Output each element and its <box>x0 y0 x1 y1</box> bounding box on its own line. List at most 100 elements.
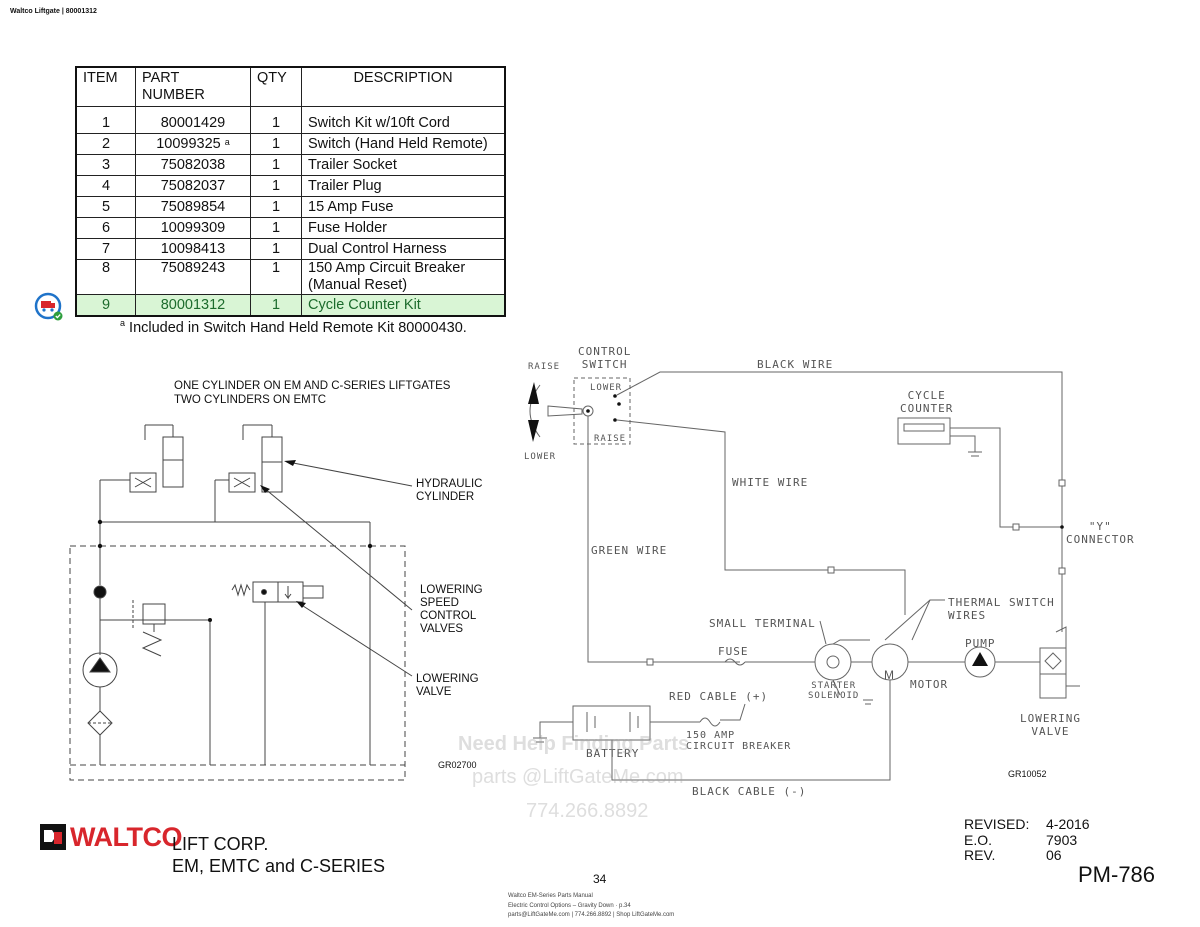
hydraulic-title-line2: TWO CYLINDERS ON EMTC <box>174 394 327 406</box>
black-wire-label: BLACK WIRE <box>757 358 834 371</box>
waltco-logo: WALTCO <box>40 822 182 854</box>
cell-part-number: 75082037 <box>135 175 251 197</box>
lsc-line3: CONTROL <box>420 610 477 622</box>
rev-label: REV. <box>964 847 996 863</box>
cell-description: Switch Kit w/10ft Cord <box>301 106 506 134</box>
footnote-text: Included in Switch Hand Held Remote Kit … <box>129 320 467 336</box>
cell-item-text: 1 <box>101 114 111 131</box>
motor-label: MOTOR <box>910 678 949 691</box>
lower-arrow-label: LOWER <box>524 452 557 462</box>
cell-qty-text: 1 <box>271 156 281 173</box>
footnote-mark: a <box>120 318 126 328</box>
cell-part-number-text: 75082037 <box>160 177 226 194</box>
speed-valve-left <box>129 472 157 493</box>
cell-qty-text: 1 <box>271 114 281 131</box>
cell-description-line2: (Manual Reset) <box>308 277 408 293</box>
lv-line1: LOWERING <box>416 673 479 685</box>
hydraulic-drawing-code: GR02700 <box>438 760 477 770</box>
watermark-line2: parts @LiftGateMe.com <box>472 766 684 788</box>
fuse-label: FUSE <box>718 645 749 658</box>
cell-qty-text: 1 <box>271 260 281 276</box>
cell-description: Cycle Counter Kit <box>301 294 506 317</box>
col-description: DESCRIPTION <box>301 66 506 107</box>
page-number: 34 <box>593 872 607 886</box>
footer-small-line2: Electric Control Options – Gravity Down … <box>508 903 631 909</box>
lv-line2: VALVE <box>416 686 452 698</box>
col-qty: QTY <box>250 66 302 107</box>
cell-part-number-text: 80001429 <box>160 114 226 131</box>
cell-part-number: 80001312 <box>135 294 251 317</box>
small-terminal-label: SMALL TERMINAL <box>709 617 816 630</box>
cell-qty: 1 <box>250 133 302 155</box>
cart-check-icon[interactable] <box>34 292 64 322</box>
watermark-line3: 774.266.8892 <box>526 800 649 822</box>
breaker-line2: CIRCUIT BREAKER <box>686 741 792 752</box>
pump-label: PUMP <box>965 637 996 650</box>
col-part-line2: NUMBER <box>142 87 205 103</box>
revised-value: 4-2016 <box>1046 816 1090 832</box>
cell-qty-text: 1 <box>271 177 281 194</box>
cell-description-text: Fuse Holder <box>308 219 387 236</box>
cell-description: Fuse Holder <box>301 217 506 239</box>
cell-qty: 1 <box>250 294 302 317</box>
speed-valve-right <box>228 472 256 493</box>
starter-solenoid-line1: STARTER <box>811 681 857 691</box>
y-connector-line1: "Y" <box>1088 520 1112 533</box>
pm-number: PM-786 <box>1078 862 1156 887</box>
green-wire-label: GREEN WIRE <box>591 544 668 557</box>
starter-solenoid-line2: SOLENOID <box>808 691 860 701</box>
control-switch-box <box>573 377 631 445</box>
cell-part-number: 75089854 <box>135 196 251 218</box>
cell-part-number-text: 75082038 <box>160 156 226 173</box>
cell-item-text: 5 <box>101 198 111 215</box>
lsc-line2: SPEED <box>420 597 459 609</box>
cell-item-text: 2 <box>101 135 111 152</box>
power-unit-boundary <box>69 545 406 781</box>
breaker-line1: 150 AMP <box>686 730 736 741</box>
revised-label: REVISED: <box>964 816 1030 832</box>
cell-item-text: 3 <box>101 156 111 173</box>
series-name: EM, EMTC and C-SERIES <box>172 856 386 876</box>
electrical-drawing-code: GR10052 <box>1008 769 1047 779</box>
cell-part-number-text: 80001312 <box>160 296 226 313</box>
cell-item-text: 4 <box>101 177 111 194</box>
cycle-counter-line1: CYCLE <box>907 389 946 402</box>
lsc-line4: VALVES <box>420 623 464 635</box>
cell-part-number-text: 10098413 <box>160 240 226 257</box>
document-title: Waltco Liftgate | 80001312 <box>10 8 97 15</box>
cycle-counter-symbol <box>897 417 951 445</box>
corp-name: LIFT CORP. <box>172 834 269 854</box>
cell-description-text: Cycle Counter Kit <box>308 296 421 313</box>
cell-description-text: Trailer Plug <box>308 177 382 194</box>
footer-small-line1: Waltco EM-Series Parts Manual <box>508 893 593 899</box>
rev-value: 06 <box>1046 847 1062 863</box>
footer-small-line3: parts@LiftGateMe.com | 774.266.8892 | Sh… <box>508 912 675 918</box>
raise-arrow-label: RAISE <box>528 362 561 372</box>
cycle-counter-line2: COUNTER <box>900 402 954 415</box>
logo-text: WALTCO <box>70 822 182 852</box>
switch-raise-label: RAISE <box>594 434 627 444</box>
cell-item-text: 6 <box>101 219 111 236</box>
white-wire-label: WHITE WIRE <box>732 476 809 489</box>
thermal-switch-line2: WIRES <box>948 609 987 622</box>
cell-description-text: Switch Kit w/10ft Cord <box>308 114 450 131</box>
cell-item-text: 8 <box>101 260 111 276</box>
cell-qty-text: 1 <box>271 219 281 236</box>
eo-value: 7903 <box>1046 832 1078 848</box>
cell-qty-text: 1 <box>271 240 281 257</box>
cell-item: 1 <box>75 106 136 134</box>
cell-part-number: 75089243 <box>135 259 251 295</box>
cell-description: 15 Amp Fuse <box>301 196 506 218</box>
hydraulic-title-line1: ONE CYLINDER ON EM AND C-SERIES LIFTGATE… <box>174 380 451 392</box>
cell-part-number-text: 75089854 <box>160 198 226 215</box>
elv-line1: LOWERING <box>1020 712 1081 725</box>
